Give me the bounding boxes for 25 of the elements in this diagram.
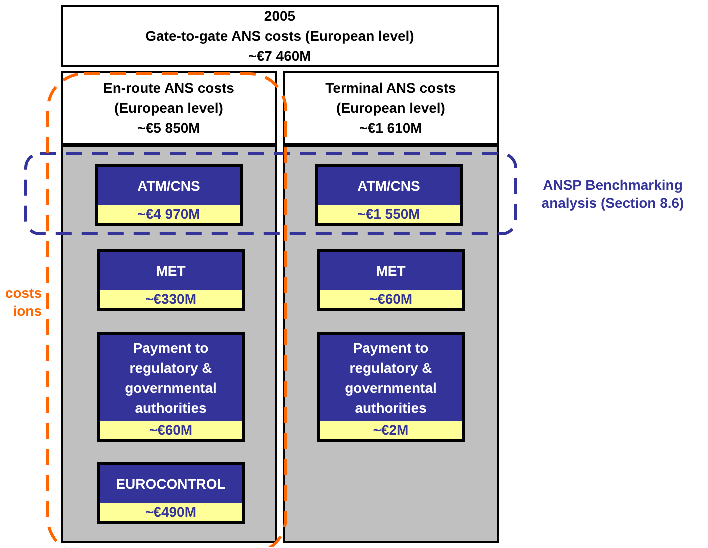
cost-box xyxy=(317,249,465,311)
cost-box xyxy=(97,249,245,311)
header-box: Terminal ANS costs (European level) ~€1 610M xyxy=(283,71,499,145)
cost-box xyxy=(317,332,465,442)
category-text: Payment to regulatory & governmental authorities xyxy=(124,339,218,418)
category-text: MET xyxy=(376,262,406,281)
cost-box xyxy=(315,164,463,226)
cost-value: ~€4 970M xyxy=(98,205,240,223)
cost-box xyxy=(95,164,243,226)
category-text: Payment to regulatory & governmental authorities xyxy=(344,339,438,418)
cost-value: ~€60M xyxy=(320,290,462,308)
header-box: 2005 Gate-to-gate ANS costs (European level) ~€7 460M xyxy=(61,5,499,67)
cost-value: ~€1 550M xyxy=(318,205,460,223)
cost-value: ~€60M xyxy=(100,421,242,439)
region-label: ANSP Benchmarking analysis (Section 8.6) xyxy=(540,176,686,212)
cost-value: ~€490M xyxy=(100,503,242,521)
category-text: MET xyxy=(156,262,186,281)
category-text: ATM/CNS xyxy=(358,177,420,196)
cost-value: ~€2M xyxy=(320,421,462,439)
category-text: EUROCONTROL xyxy=(116,475,226,494)
cost-box xyxy=(97,332,245,442)
region-label: costs ions xyxy=(4,284,42,320)
cost-value: ~€330M xyxy=(100,290,242,308)
cost-box xyxy=(97,462,245,524)
category-text: ATM/CNS xyxy=(138,177,200,196)
